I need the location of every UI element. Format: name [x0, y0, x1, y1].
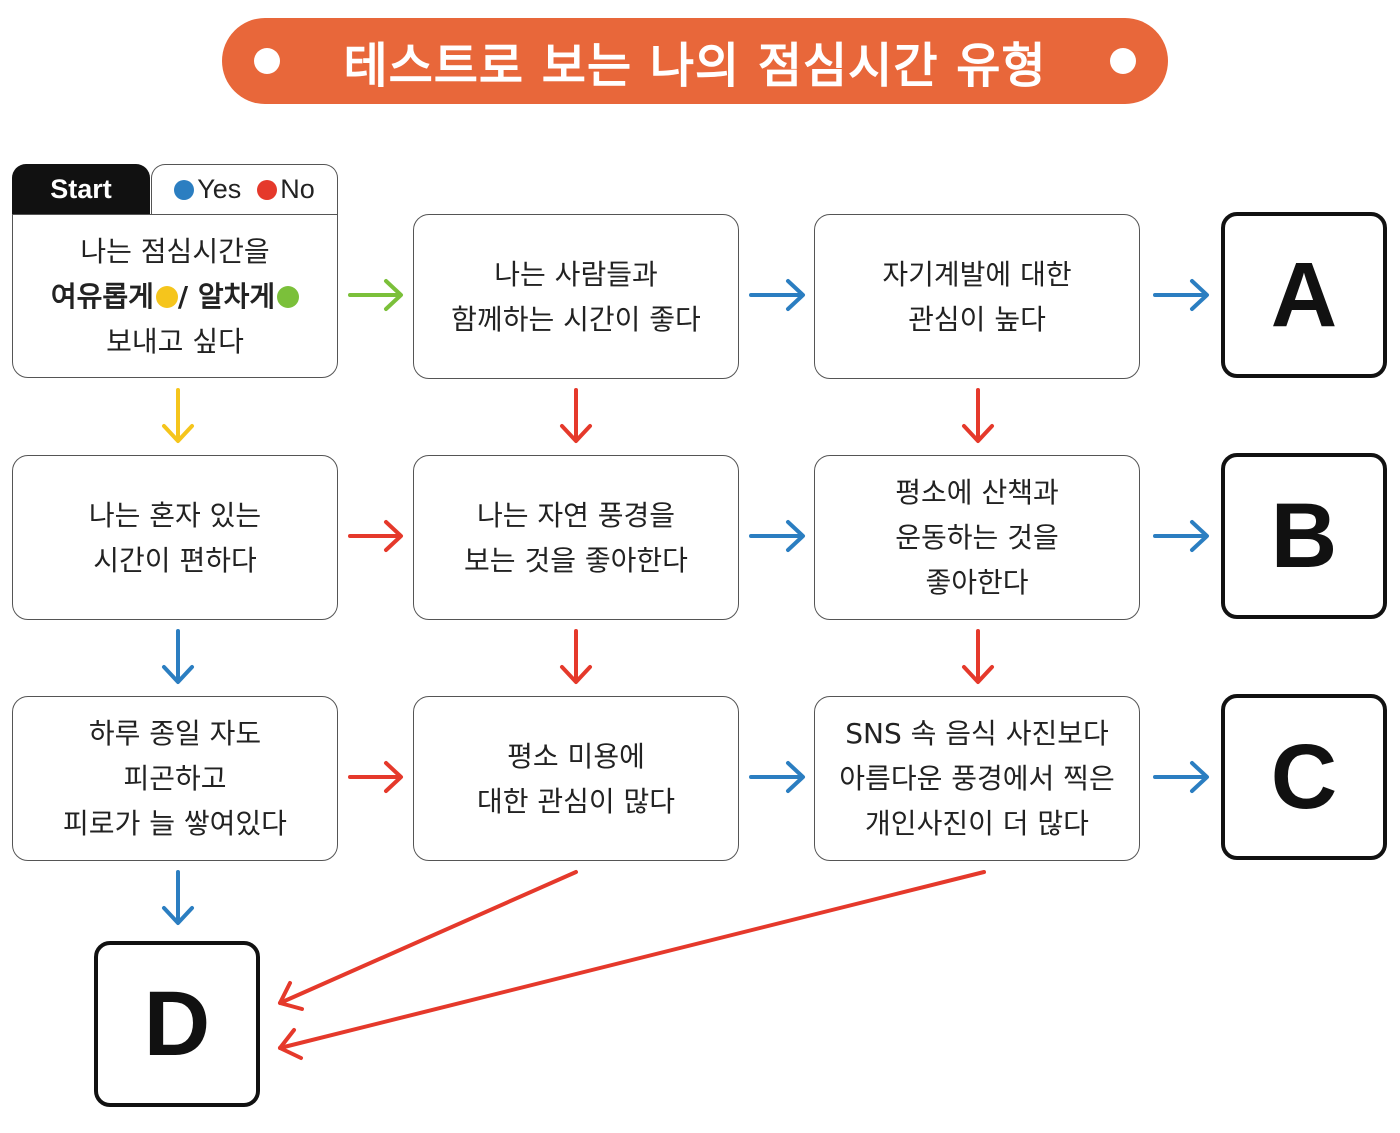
- question-line: 피곤하고: [123, 762, 227, 795]
- question-line: 좋아한다: [925, 566, 1029, 599]
- blue-dot-icon: [174, 179, 195, 200]
- choice-relaxed: 여유롭게: [50, 279, 154, 313]
- red-dot-icon: [257, 179, 278, 200]
- arrow-diagonal-icon: [278, 870, 986, 1060]
- arrow-right-icon: [1153, 520, 1209, 552]
- yellow-dot-icon: [155, 285, 178, 308]
- question-box-beauty: 평소 미용에 대한 관심이 많다: [413, 696, 739, 861]
- arrow-down-icon: [162, 388, 194, 443]
- arrow-right-icon: [348, 520, 403, 552]
- choice-productive: 알차게: [197, 279, 276, 313]
- question-line: 시간이 편하다: [93, 543, 257, 577]
- question-line: 나는 자연 풍경을: [476, 498, 676, 532]
- arrow-down-icon: [560, 388, 592, 443]
- question-box-alone: 나는 혼자 있는 시간이 편하다: [12, 455, 338, 620]
- question-line: 나는 사람들과: [494, 257, 658, 291]
- question-line: 보내고 싶다: [106, 324, 244, 358]
- legend-no-label: No: [280, 174, 315, 204]
- question-box-sns: SNS 속 음식 사진보다 아름다운 풍경에서 찍은 개인사진이 더 많다: [814, 696, 1140, 861]
- page-title: 테스트로 보는 나의 점심시간 유형: [343, 38, 1047, 94]
- question-line: 나는 혼자 있는: [88, 498, 262, 532]
- arrow-down-icon: [962, 629, 994, 684]
- arrow-right-icon: [749, 761, 805, 793]
- green-dot-icon: [277, 285, 300, 308]
- question-box-nature: 나는 자연 풍경을 보는 것을 좋아한다: [413, 455, 739, 620]
- arrow-down-icon: [162, 870, 194, 925]
- question-line: 평소 미용에: [507, 739, 645, 773]
- question-line: 자기계발에 대한: [882, 257, 1072, 291]
- arrow-right-icon: [1153, 761, 1209, 793]
- arrow-right-icon: [348, 761, 403, 793]
- result-box-d: D: [94, 941, 260, 1107]
- bullet-dot-left: [254, 48, 280, 74]
- arrow-diagonal-icon: [278, 870, 578, 1011]
- question-line: SNS 속 음식 사진보다: [845, 717, 1109, 750]
- question-line: 보는 것을 좋아한다: [464, 543, 688, 577]
- question-line: 하루 종일 자도: [88, 717, 262, 750]
- question-box-exercise: 평소에 산책과 운동하는 것을 좋아한다: [814, 455, 1140, 620]
- question-line: 대한 관심이 많다: [476, 784, 676, 818]
- result-box-b: B: [1221, 453, 1387, 619]
- legend-no: No: [257, 174, 315, 205]
- question-line: 아름다운 풍경에서 찍은: [839, 762, 1115, 795]
- choice-separator: /: [177, 279, 198, 313]
- question-box-self-development: 자기계발에 대한 관심이 높다: [814, 214, 1140, 379]
- question-line: 관심이 높다: [908, 302, 1046, 336]
- result-box-a: A: [1221, 212, 1387, 378]
- title-banner: 테스트로 보는 나의 점심시간 유형: [222, 18, 1168, 104]
- question-line: 피로가 늘 쌓여있다: [63, 807, 287, 840]
- arrow-down-icon: [560, 629, 592, 684]
- question-box-start: 나는 점심시간을 여유롭게 / 알차게 보내고 싶다: [12, 214, 338, 378]
- legend-yes-label: Yes: [197, 174, 242, 204]
- arrow-right-icon: [1153, 279, 1209, 311]
- arrow-right-icon: [749, 279, 805, 311]
- question-line: 함께하는 시간이 좋다: [451, 302, 701, 336]
- question-choice-line: 여유롭게 / 알차게: [50, 274, 300, 319]
- bullet-dot-right: [1110, 48, 1136, 74]
- arrow-down-icon: [162, 629, 194, 684]
- arrow-down-icon: [962, 388, 994, 443]
- question-box-fatigue: 하루 종일 자도 피곤하고 피로가 늘 쌓여있다: [12, 696, 338, 861]
- legend-yes: Yes: [174, 174, 241, 205]
- result-box-c: C: [1221, 694, 1387, 860]
- question-line: 나는 점심시간을: [80, 234, 270, 268]
- legend: Yes No: [151, 164, 338, 222]
- question-line: 운동하는 것을: [895, 521, 1059, 554]
- question-box-people: 나는 사람들과 함께하는 시간이 좋다: [413, 214, 739, 379]
- question-line: 평소에 산책과: [895, 476, 1059, 509]
- arrow-right-icon: [749, 520, 805, 552]
- question-line: 개인사진이 더 많다: [865, 807, 1089, 840]
- arrow-right-icon: [348, 279, 403, 311]
